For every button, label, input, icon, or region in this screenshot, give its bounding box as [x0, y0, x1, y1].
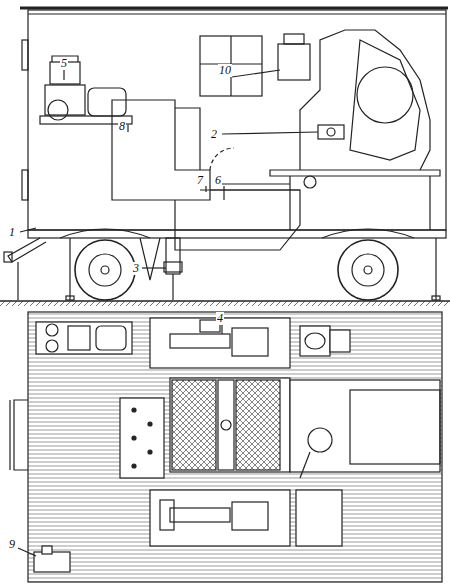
callout-number: 6: [214, 174, 222, 187]
callout-number: 7: [196, 174, 204, 187]
callout-number: 2: [210, 128, 218, 141]
callout-number: 9: [8, 538, 16, 551]
callout-number: 10: [218, 64, 232, 77]
callout-number: 8: [118, 120, 126, 133]
callout-number: 5: [60, 57, 68, 70]
callout-number: 4: [216, 312, 224, 325]
callout-number: 3: [132, 262, 140, 275]
callout-number: 1: [8, 226, 16, 239]
